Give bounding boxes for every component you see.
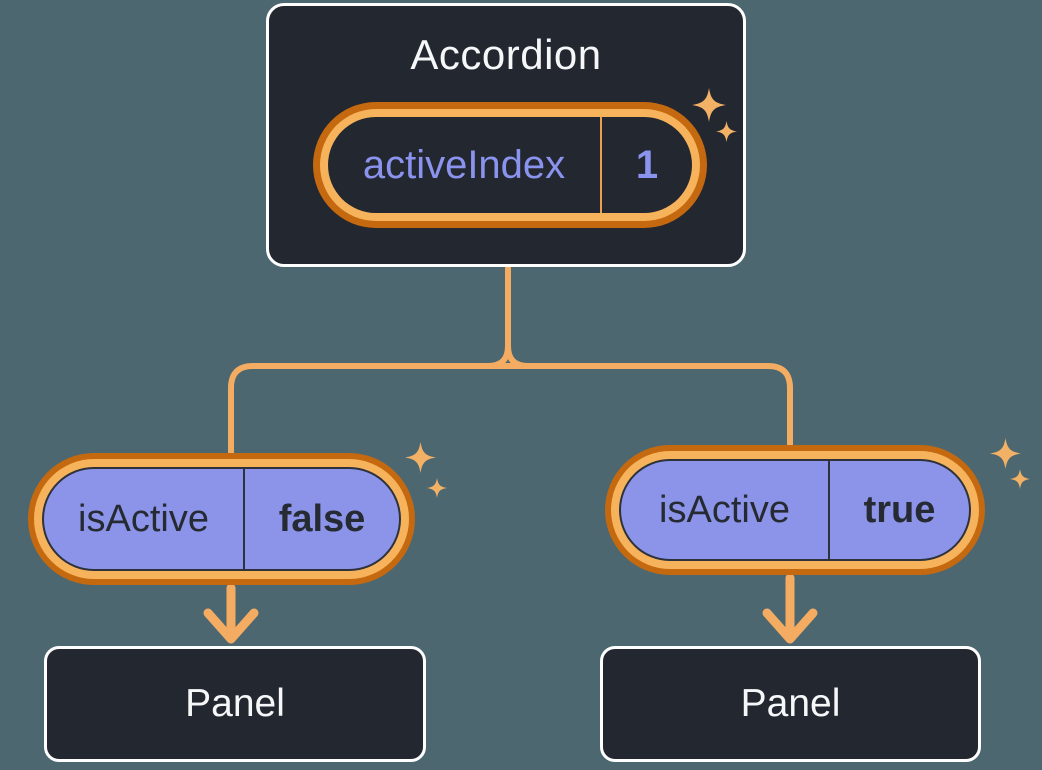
right-panel-box: Panel	[600, 646, 981, 762]
sparkle-icon	[716, 121, 737, 142]
sparkle-icon	[405, 442, 436, 473]
right-panel-label: Panel	[740, 682, 841, 725]
branch-rail	[228, 363, 793, 461]
right-prop-name-label: isActive	[659, 488, 790, 531]
sparkle-icon	[990, 438, 1021, 469]
sparkle-icon	[427, 478, 447, 498]
trunk-left-curve	[485, 265, 511, 369]
accordion-title: Accordion	[410, 31, 602, 78]
left-panel-box: Panel	[44, 646, 426, 762]
right-prop-pill: isActive true	[605, 445, 985, 575]
arrow-down-icon-right	[762, 573, 818, 644]
pill-divider	[828, 461, 830, 559]
state-name-label: activeIndex	[362, 142, 566, 187]
left-prop-name-label: isActive	[78, 497, 209, 540]
state-pill: activeIndex 1	[313, 102, 707, 228]
arrow-down-icon-left	[203, 583, 259, 644]
left-prop-pill: isActive false	[28, 453, 415, 585]
trunk-right-curve	[505, 343, 531, 369]
pill-divider	[243, 469, 245, 569]
sparkle-icon	[1010, 469, 1030, 489]
state-value-label: 1	[635, 142, 659, 187]
pill-divider	[600, 117, 602, 213]
sparkle-icon	[692, 88, 726, 122]
right-prop-value-label: true	[863, 488, 936, 531]
left-panel-label: Panel	[185, 682, 285, 725]
left-prop-value-label: false	[278, 497, 366, 540]
